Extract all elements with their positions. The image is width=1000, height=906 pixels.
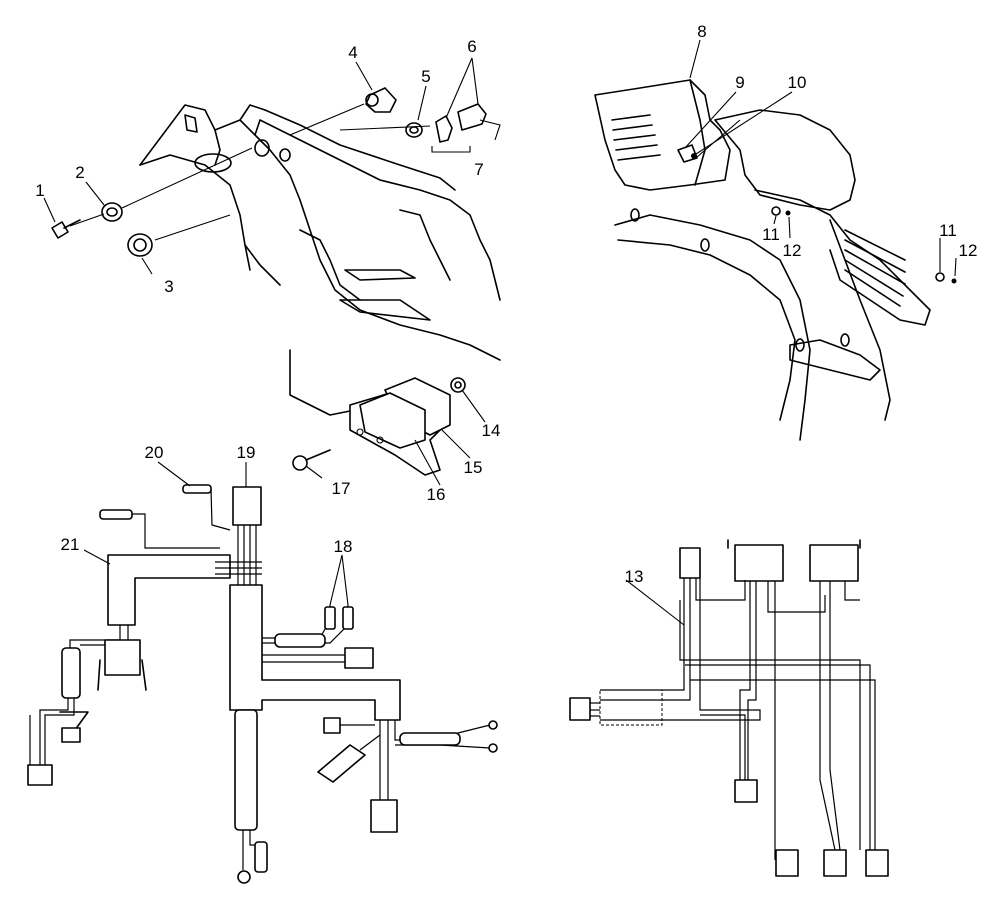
washer-part-5 <box>405 122 423 138</box>
grommet-part-3 <box>127 233 153 257</box>
connector-left-1 <box>61 727 81 743</box>
washer-part-11-a <box>771 206 781 216</box>
relay-box-left <box>734 544 784 582</box>
washer-part-11-b <box>935 272 945 282</box>
connector-13-top <box>679 547 701 579</box>
callout-13: 13 <box>625 567 644 586</box>
callout-18: 18 <box>334 537 353 556</box>
callout-17: 17 <box>332 479 351 498</box>
front-panel-assembly <box>139 104 501 361</box>
connector-lower-3 <box>370 799 398 833</box>
nut-part-2 <box>101 202 123 222</box>
callout-1: 1 <box>35 181 44 200</box>
plug-13-a <box>734 779 758 803</box>
callout-21: 21 <box>61 535 80 554</box>
callout-8: 8 <box>697 22 706 41</box>
connector-part-19 <box>232 486 262 526</box>
callout-12-a: 12 <box>783 241 802 260</box>
callout-7: 7 <box>474 160 483 179</box>
callout-11-a: 11 <box>762 225 780 244</box>
terminal-part-20 <box>182 484 212 494</box>
front-panel <box>139 104 501 301</box>
terminal-part-18-a <box>324 606 336 630</box>
callout-2: 2 <box>75 163 84 182</box>
plug-13-b <box>775 849 799 877</box>
connector-lower-1 <box>323 717 341 734</box>
vent-slots-right <box>844 229 906 307</box>
nut-part-14 <box>450 377 466 393</box>
bolt-part-17 <box>292 449 331 471</box>
callout-5: 5 <box>421 67 430 86</box>
sleeve-part-21 <box>107 554 231 626</box>
plug-13-left <box>569 697 591 721</box>
side-panel-assembly <box>594 79 931 441</box>
callout-4: 4 <box>348 43 357 62</box>
callout-11-b: 11 <box>939 221 957 240</box>
callout-6: 6 <box>467 37 476 56</box>
screw-part-1 <box>51 219 81 239</box>
callout-10: 10 <box>788 73 807 92</box>
callout-15: 15 <box>464 458 483 477</box>
terminal-part-18-b <box>342 606 354 630</box>
connector-lower-2 <box>317 744 366 783</box>
relay-box-right <box>809 544 859 582</box>
leader-lines <box>43 39 957 626</box>
callout-19: 19 <box>237 443 256 462</box>
screw-part-12-a <box>785 210 791 216</box>
secondary-harness <box>569 539 889 877</box>
main-harness <box>27 484 498 884</box>
relay-bracket-assembly <box>289 349 451 476</box>
callout-12-b: 12 <box>959 241 978 260</box>
screw-part-12-b <box>951 278 957 284</box>
callout-labels: 1 2 3 4 5 6 7 8 9 10 11 12 11 12 13 14 1… <box>35 22 977 586</box>
relay-part-16 <box>359 392 426 449</box>
callout-3: 3 <box>164 277 173 296</box>
plug-13-d <box>865 849 889 877</box>
switch-part-6 <box>435 103 487 143</box>
vent-slots-left <box>611 114 661 161</box>
knob-part-4 <box>365 87 397 113</box>
callout-20: 20 <box>145 443 164 462</box>
callout-9: 9 <box>735 73 744 92</box>
callout-16: 16 <box>427 485 446 504</box>
connector-left-2 <box>27 764 53 786</box>
plug-13-c <box>823 849 847 877</box>
callout-14: 14 <box>482 421 501 440</box>
